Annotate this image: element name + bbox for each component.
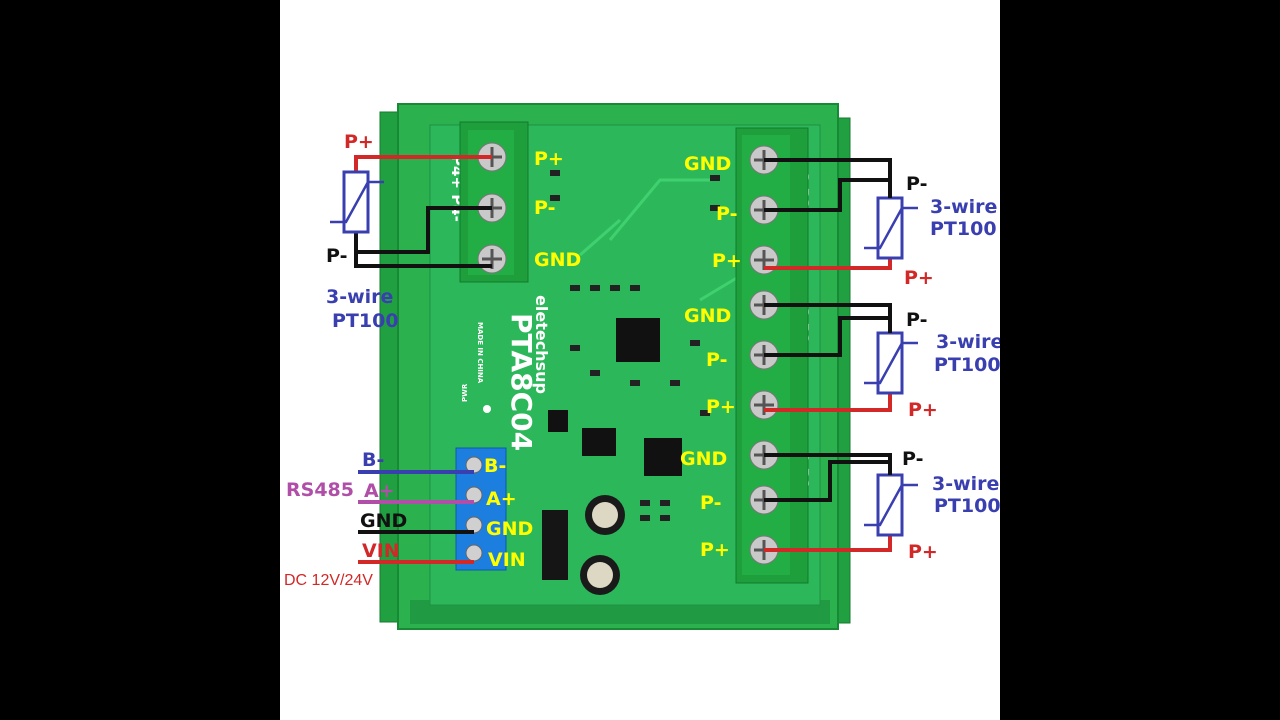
right-sensor-p-plus: P+	[904, 267, 934, 289]
rs485-terminal-label: GND	[486, 518, 533, 540]
rs485-terminal-label: VIN	[488, 549, 526, 571]
right-sensor-title: 3-wire	[936, 331, 1000, 353]
left-terminal-label: GND	[534, 249, 581, 271]
smd-components	[550, 170, 720, 521]
product-image-frame: PTA8C04 eletechsup MADE IN CHINA PWR P4+…	[280, 0, 1000, 720]
capacitor-1	[585, 495, 625, 535]
left-sensor-wiring	[330, 155, 492, 268]
right-sensor-title: PT100	[934, 495, 1000, 517]
rs485-wiring	[358, 470, 474, 564]
right-sensor-1-wiring	[764, 158, 918, 270]
right-terminal-label: P-	[706, 349, 727, 371]
right-terminal-label: P+	[700, 539, 730, 561]
rs485-terminal-block	[455, 447, 507, 571]
left-sensor-title: PT100	[332, 310, 399, 332]
transistor	[548, 410, 568, 432]
left-terminal-block	[459, 121, 529, 283]
right-sensor-title: PT100	[930, 218, 997, 240]
left-sensor-title: 3-wire	[326, 286, 393, 308]
bus-label-b: B-	[362, 449, 384, 471]
right-sensor-p-minus: P-	[906, 309, 927, 331]
right-terminal-label: P-	[700, 492, 721, 514]
left-terminal-label: P-	[534, 197, 555, 219]
right-sensor-title: PT100	[934, 354, 1000, 376]
wiring-diagram: PTA8C04 eletechsup MADE IN CHINA PWR P4+…	[284, 103, 1000, 630]
right-sensor-title: 3-wire	[932, 473, 999, 495]
right-terminal-label: P+	[706, 396, 736, 418]
screw-terminal[interactable]	[477, 244, 507, 274]
left-terminal-label: P+	[534, 148, 564, 170]
right-sensor-3-wiring	[764, 453, 918, 552]
bus-label-vin: VIN	[362, 540, 400, 562]
right-terminal-label: P-	[716, 203, 737, 225]
right-terminal-label: P+	[712, 250, 742, 272]
dc-voltage-label: DC 12V/24V	[284, 572, 373, 589]
rs485-terminal-label: B-	[484, 455, 506, 477]
right-sensor-p-minus: P-	[906, 173, 927, 195]
made-in-text: MADE IN CHINA	[476, 322, 484, 384]
bus-label-gnd: GND	[360, 510, 407, 532]
regulator	[542, 510, 568, 580]
screw-terminal[interactable]	[465, 544, 483, 562]
bus-label-rs485: RS485	[286, 479, 354, 501]
pwr-led	[483, 405, 491, 413]
right-sensor-title: 3-wire	[930, 196, 997, 218]
capacitor-2	[580, 555, 620, 595]
pwr-label: PWR	[461, 383, 469, 402]
bus-label-a: A+	[364, 480, 395, 502]
screw-terminal[interactable]	[749, 390, 779, 420]
model-text: PTA8C04	[505, 313, 538, 451]
right-terminal-label: GND	[684, 305, 731, 327]
ic-chip-2	[644, 438, 682, 476]
brand-text: eletechsup	[532, 295, 551, 394]
ic-chip-1	[616, 318, 660, 362]
right-sensor-p-plus: P+	[908, 541, 938, 563]
right-sensor-2-wiring	[764, 303, 918, 412]
right-terminal-label: GND	[680, 448, 727, 470]
right-sensor-p-minus: P-	[902, 448, 923, 470]
ic-chip-3	[582, 428, 616, 456]
thermistor-symbol	[876, 331, 904, 395]
left-sensor-p-minus: P-	[326, 245, 347, 267]
rs485-terminal-label: A+	[486, 488, 517, 510]
right-sensor-p-plus: P+	[908, 399, 938, 421]
right-terminal-label: GND	[684, 153, 731, 175]
left-sensor-p-plus: P+	[344, 131, 374, 153]
